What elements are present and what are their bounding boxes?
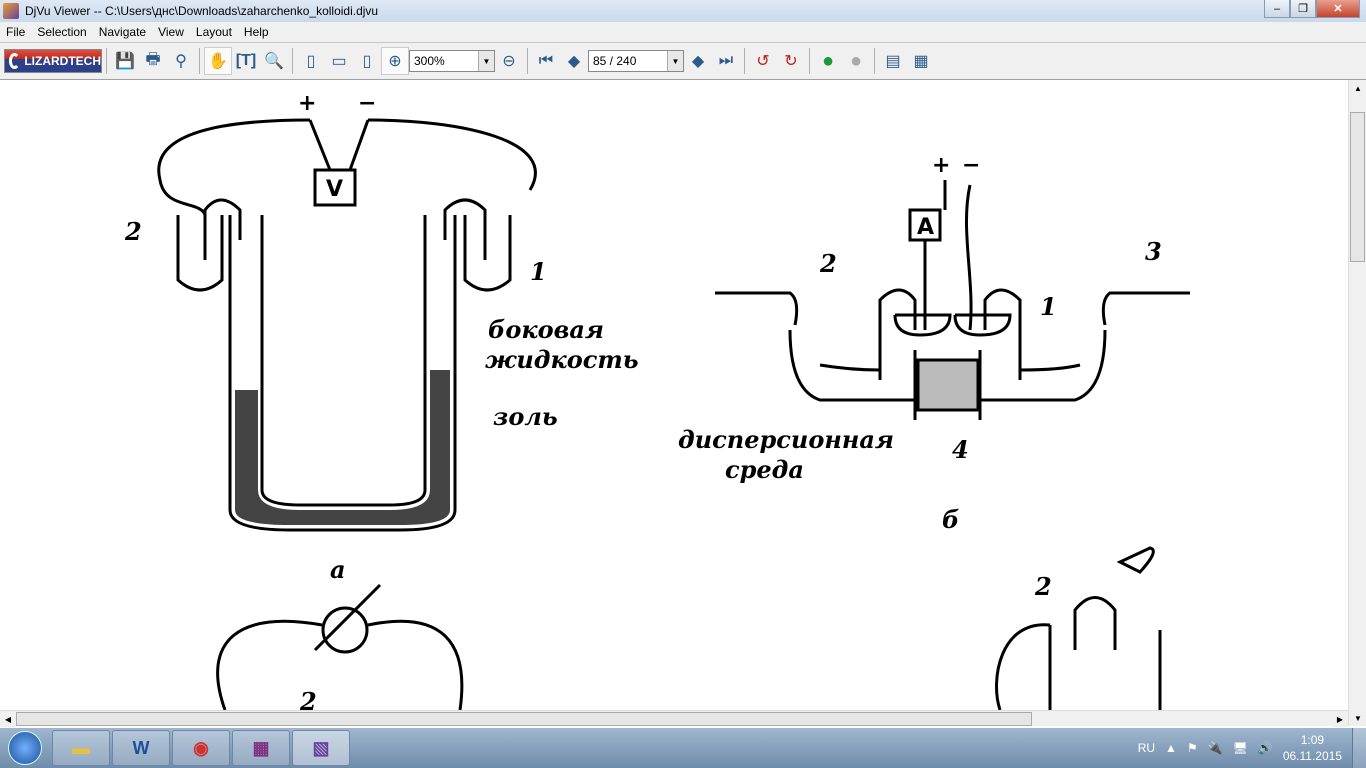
- menu-bar: File Selection Navigate View Layout Help: [0, 22, 1366, 42]
- title-bar: DjVu Viewer -- C:\Users\днс\Downloads\za…: [0, 0, 1366, 22]
- voltmeter-label: V: [326, 177, 343, 202]
- taskbar-word[interactable]: W: [112, 730, 170, 766]
- toolbar: LIZARDTECH 💾 🖶 ⚲ ✋ [T] 🔍 ▯ ▭ ▯ ⊕ 300% ▼ ⊖…: [0, 42, 1366, 80]
- text-select-icon[interactable]: [T]: [235, 52, 257, 69]
- maximize-button[interactable]: ❐: [1290, 0, 1316, 18]
- clock-time: 1:09: [1300, 733, 1325, 747]
- figure-b-label-1: 1: [1040, 292, 1057, 321]
- clock-date: 06.11.2015: [1282, 749, 1342, 763]
- clock[interactable]: 1:09 06.11.2015: [1283, 732, 1342, 764]
- rotate-left-icon[interactable]: ↺: [756, 53, 770, 70]
- app-icon: [3, 3, 19, 19]
- zoom-select-icon[interactable]: 🔍: [264, 53, 284, 70]
- scroll-left-icon[interactable]: ◀: [0, 711, 16, 727]
- figure-c-left-label-2: 2: [299, 687, 317, 710]
- power-icon[interactable]: 🔌: [1207, 741, 1223, 755]
- thumbnails-layout-icon[interactable]: ▦: [913, 53, 929, 70]
- zoom-in-icon[interactable]: ⊕: [381, 47, 409, 75]
- figure-b-caption: б: [942, 505, 959, 534]
- taskbar-chrome[interactable]: ◉: [172, 730, 230, 766]
- document-view[interactable]: + − V + − A 2 1 боковая жидкость золь а …: [0, 80, 1348, 710]
- taskbar: ▬ W ◉ ▦ ▧ RU ▲ ⚑ 🔌 🖥 🔊 1:09 06.11.2015: [0, 728, 1366, 768]
- forward-icon[interactable]: ●: [849, 49, 863, 72]
- save-icon[interactable]: 💾: [115, 53, 135, 70]
- menu-help[interactable]: Help: [243, 25, 269, 39]
- dispersion-medium-label: дисперсионная: [678, 425, 894, 454]
- chevron-down-icon[interactable]: ▼: [478, 51, 494, 71]
- figure-a-label-1: 1: [530, 257, 547, 286]
- back-icon[interactable]: ●: [821, 49, 835, 72]
- taskbar-winrar[interactable]: ▦: [232, 730, 290, 766]
- next-page-icon[interactable]: ◆: [691, 53, 705, 70]
- taskbar-djvu-viewer[interactable]: ▧: [292, 730, 350, 766]
- dispersion-medium-label: среда: [725, 455, 804, 484]
- language-indicator[interactable]: RU: [1137, 741, 1156, 755]
- last-page-icon[interactable]: ⏭: [718, 52, 734, 69]
- zoom-select[interactable]: 300% ▼: [409, 50, 495, 72]
- volume-icon[interactable]: 🔊: [1257, 741, 1273, 755]
- horizontal-scroll-thumb[interactable]: [16, 712, 1032, 726]
- side-liquid-label: боковая: [488, 315, 604, 344]
- network-icon[interactable]: 🖥: [1232, 741, 1248, 755]
- sol-label: золь: [493, 402, 558, 431]
- vertical-scrollbar[interactable]: ▲ ▼: [1348, 80, 1366, 726]
- horizontal-scrollbar[interactable]: ◀ ▶: [0, 710, 1348, 727]
- show-desktop-button[interactable]: [1352, 728, 1366, 768]
- page-value: 85 / 240: [593, 54, 637, 68]
- print-icon[interactable]: 🖶: [145, 50, 161, 68]
- figure-a-label-2: 2: [124, 217, 142, 246]
- page-select[interactable]: 85 / 240 ▼: [588, 50, 684, 72]
- logo-text: LIZARDTECH: [24, 54, 101, 68]
- minimize-button[interactable]: –: [1264, 0, 1290, 18]
- scroll-up-icon[interactable]: ▲: [1350, 80, 1366, 96]
- actual-size-icon[interactable]: ▯: [362, 53, 372, 70]
- chevron-down-icon[interactable]: ▼: [667, 51, 683, 71]
- show-hidden-icons-icon[interactable]: ▲: [1165, 741, 1177, 755]
- figure-b-label-4: 4: [952, 435, 969, 464]
- zoom-value: 300%: [414, 54, 445, 68]
- scroll-right-icon[interactable]: ▶: [1332, 711, 1348, 727]
- windows-logo-icon: [8, 731, 42, 765]
- side-liquid-label: жидкость: [485, 345, 639, 374]
- figure-b-label-2: 2: [819, 249, 837, 278]
- previous-page-icon[interactable]: ◆: [567, 53, 581, 70]
- page-figure: + − V + − A 2 1 боковая жидкость золь а …: [124, 91, 1190, 710]
- system-tray: RU ▲ ⚑ 🔌 🖥 🔊 1:09 06.11.2015: [1138, 728, 1342, 768]
- start-button[interactable]: [0, 728, 50, 768]
- menu-file[interactable]: File: [6, 25, 26, 39]
- plus-terminal-label: +: [932, 153, 950, 178]
- lizardtech-logo[interactable]: LIZARDTECH: [4, 49, 102, 73]
- first-page-icon[interactable]: ⏮: [538, 52, 554, 69]
- minus-terminal-label: −: [962, 153, 980, 178]
- vertical-scroll-thumb[interactable]: [1350, 112, 1365, 262]
- menu-selection[interactable]: Selection: [37, 25, 87, 39]
- menu-navigate[interactable]: Navigate: [98, 25, 147, 39]
- single-page-layout-icon[interactable]: ▤: [885, 53, 901, 70]
- close-button[interactable]: ✕: [1316, 0, 1360, 18]
- scroll-down-icon[interactable]: ▼: [1350, 710, 1366, 726]
- figure-a-caption: а: [330, 555, 346, 584]
- plus-terminal-label: +: [298, 91, 316, 116]
- zoom-out-icon[interactable]: ⊖: [502, 53, 516, 70]
- menu-view[interactable]: View: [158, 25, 184, 39]
- rotate-right-icon[interactable]: ↻: [784, 53, 798, 70]
- window-title: DjVu Viewer -- C:\Users\днс\Downloads\za…: [25, 4, 379, 18]
- action-center-flag-icon[interactable]: ⚑: [1186, 741, 1198, 755]
- figure-b-label-3: 3: [1145, 237, 1162, 266]
- taskbar-file-explorer[interactable]: ▬: [52, 730, 110, 766]
- fit-width-icon[interactable]: ▭: [331, 53, 347, 70]
- menu-layout[interactable]: Layout: [195, 25, 232, 39]
- ammeter-label: A: [917, 215, 934, 240]
- find-binoculars-icon[interactable]: ⚲: [175, 53, 187, 70]
- minus-terminal-label: −: [358, 91, 376, 116]
- fit-page-icon[interactable]: ▯: [306, 53, 316, 70]
- figure-c-label-2: 2: [1034, 572, 1052, 601]
- hand-tool-icon[interactable]: ✋: [204, 47, 232, 75]
